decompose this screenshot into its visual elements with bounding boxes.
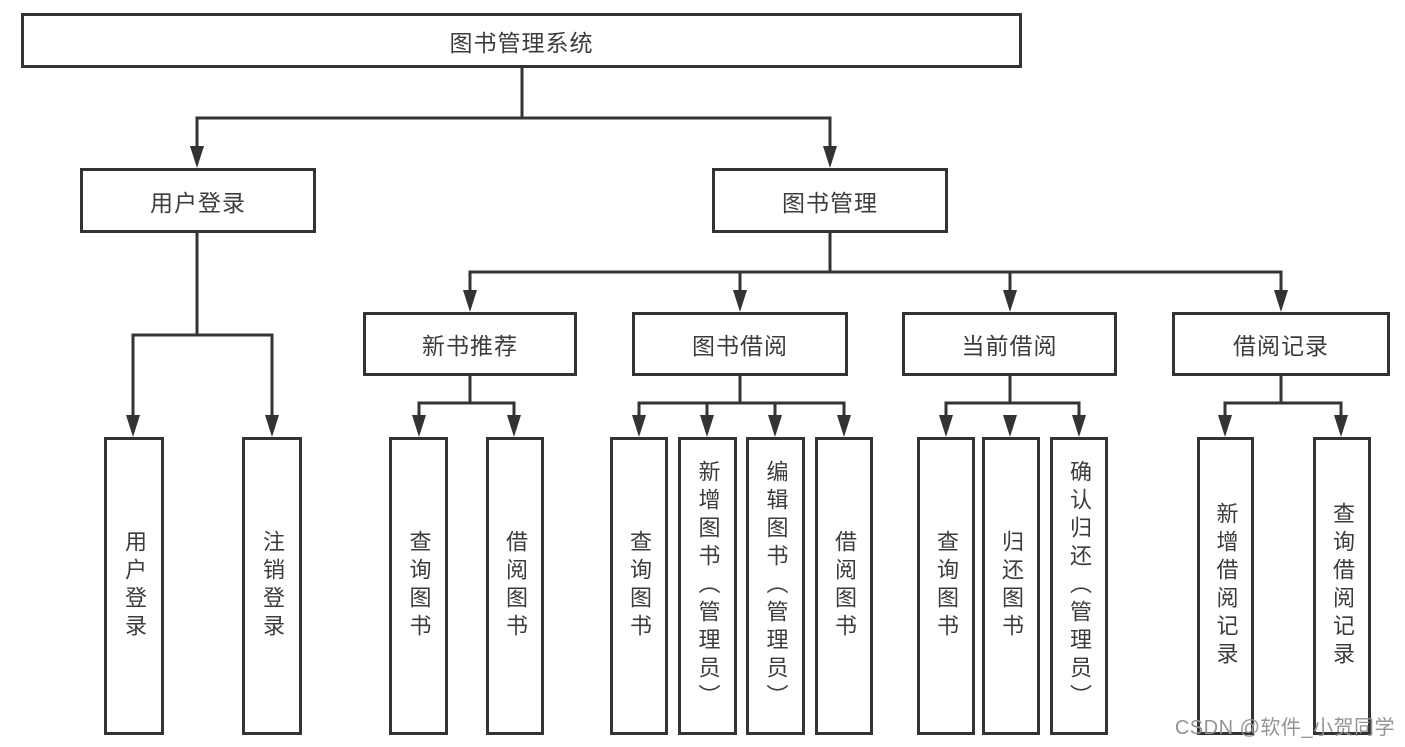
leaf-logout: 注销登录 — [242, 437, 302, 735]
leaf-edit-books-admin: 编辑图书（管理员） — [746, 437, 805, 735]
node-user-login: 用户登录 — [80, 168, 316, 233]
node-book-management: 图书管理 — [712, 168, 948, 233]
leaf-query-borrow-record: 查询借阅记录 — [1313, 437, 1371, 735]
node-borrowing-records: 借阅记录 — [1172, 312, 1390, 376]
leaf-borrow-books: 借阅图书 — [815, 437, 873, 735]
node-book-borrowing: 图书借阅 — [632, 312, 848, 376]
node-new-book-recommend: 新书推荐 — [363, 312, 577, 376]
node-current-borrowing: 当前借阅 — [902, 312, 1117, 376]
node-library-system: 图书管理系统 — [21, 13, 1022, 68]
leaf-add-books-admin: 新增图书（管理员） — [678, 437, 737, 735]
leaf-add-borrow-record: 新增借阅记录 — [1197, 437, 1254, 735]
leaf-query-books: 查询图书 — [610, 437, 668, 735]
leaf-confirm-return-admin: 确认归还（管理员） — [1050, 437, 1108, 735]
leaf-query-books-recommend: 查询图书 — [389, 437, 448, 735]
arrowheads — [126, 146, 1348, 437]
leaf-user-login: 用户登录 — [104, 437, 164, 735]
leaf-return-books: 归还图书 — [982, 437, 1040, 735]
leaf-query-books-current: 查询图书 — [917, 437, 975, 735]
leaf-borrow-books-recommend: 借阅图书 — [486, 437, 544, 735]
csdn-watermark: CSDN @软件_小贺同学 — [1174, 717, 1395, 739]
